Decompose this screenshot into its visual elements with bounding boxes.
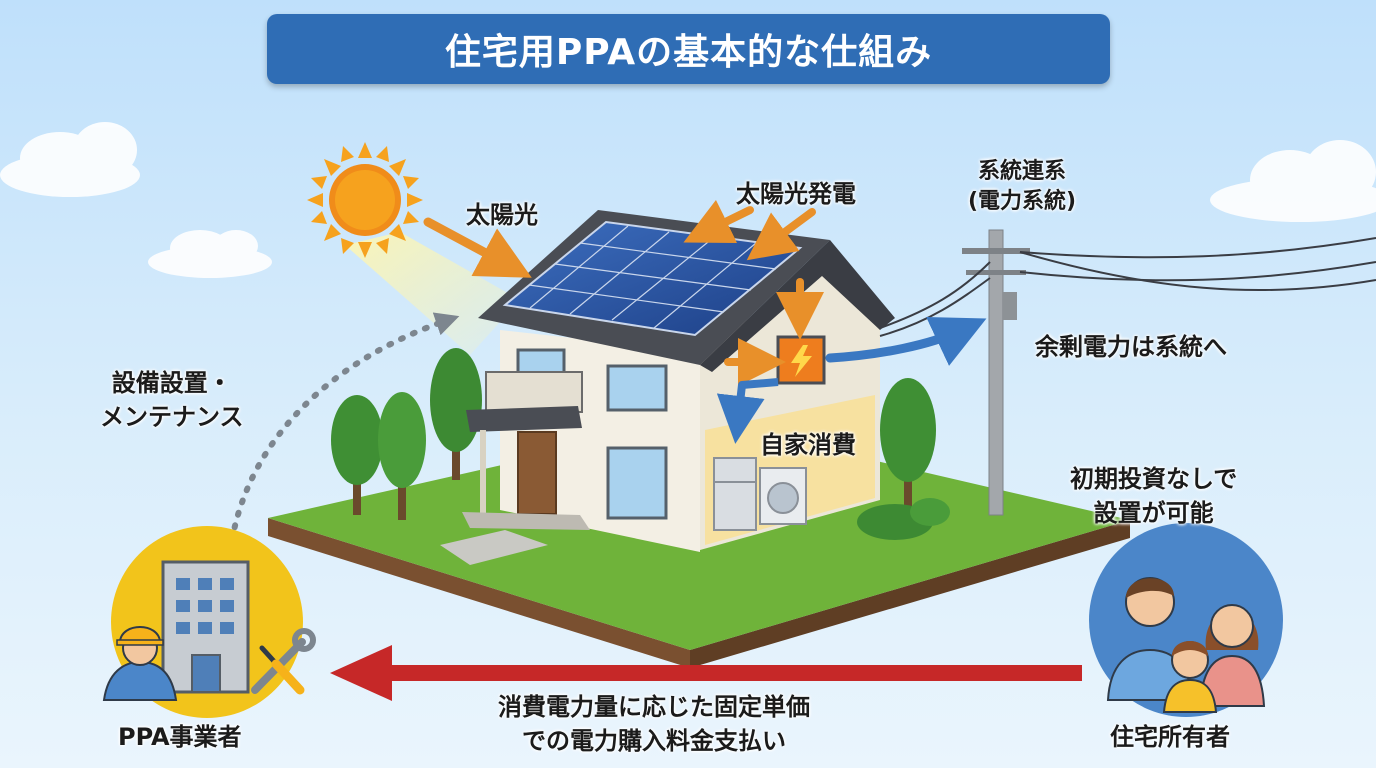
solar-panel-array <box>502 220 803 337</box>
generation-arrow <box>746 208 816 261</box>
worker-icon <box>102 626 178 701</box>
window <box>606 446 668 520</box>
ground-side-right <box>690 520 1130 668</box>
label-install-line1: 設備設置・ <box>111 369 232 397</box>
label-self-consumption: 自家消費 <box>760 431 856 459</box>
ppa-provider-illustration <box>102 526 316 718</box>
page-title: 住宅用PPAの基本的な仕組み <box>444 32 933 73</box>
front-door <box>517 431 557 515</box>
label-sunlight: 太陽光 <box>466 201 538 229</box>
tree <box>378 392 426 520</box>
sun-icon <box>307 142 423 258</box>
self-consumption-arrow <box>716 378 779 444</box>
title-banner: 住宅用PPAの基本的な仕組み <box>267 14 1110 84</box>
label-ppa-provider: PPA事業者 <box>118 723 242 751</box>
family-icon <box>1089 523 1283 717</box>
tree <box>880 378 936 510</box>
label-no-initial-line2: 設置が可能 <box>1093 499 1214 527</box>
sunlight-beam <box>345 232 520 355</box>
washing-machine <box>759 467 807 525</box>
label-homeowner: 住宅所有者 <box>1110 723 1230 751</box>
label-install-line2: メンテナンス <box>100 403 244 431</box>
inverter-icon <box>776 335 826 385</box>
walkway <box>440 530 548 565</box>
tree <box>331 395 383 515</box>
maintenance-arrow <box>229 312 460 543</box>
label-payment: 消費電力量に応じた固定単価 での電力購入料金支払い <box>498 690 810 758</box>
sunlight-arrow <box>423 217 532 278</box>
cloud <box>0 122 140 197</box>
cloud <box>1210 140 1376 222</box>
label-grid-line1: 系統連系 <box>978 159 1067 184</box>
label-grid-connection: 系統連系 (電力系統) <box>968 157 1076 217</box>
label-installation-maintenance: 設備設置・ メンテナンス <box>100 366 244 434</box>
tools-icon <box>251 628 316 695</box>
utility-pole-icon <box>879 229 1376 516</box>
refrigerator <box>713 457 757 531</box>
label-surplus-power: 余剰電力は系統へ <box>1035 333 1227 361</box>
window <box>606 364 668 412</box>
surplus-power-arrow <box>825 316 987 366</box>
label-solar-generation: 太陽光発電 <box>736 180 856 208</box>
payment-arrow <box>330 645 1082 701</box>
ground-side-left <box>268 518 690 668</box>
label-no-initial-line1: 初期投資なしで <box>1070 465 1238 493</box>
label-payment-line2: での電力購入料金支払い <box>522 727 786 755</box>
label-no-initial-investment: 初期投資なしで 設置が可能 <box>1070 462 1237 530</box>
bush <box>910 498 950 526</box>
cloud <box>148 230 272 278</box>
generation-arrow <box>683 199 754 244</box>
house <box>462 210 895 552</box>
office-building-icon <box>161 560 250 694</box>
label-payment-line1: 消費電力量に応じた固定単価 <box>498 693 810 721</box>
label-grid-line2: (電力系統) <box>968 189 1077 214</box>
